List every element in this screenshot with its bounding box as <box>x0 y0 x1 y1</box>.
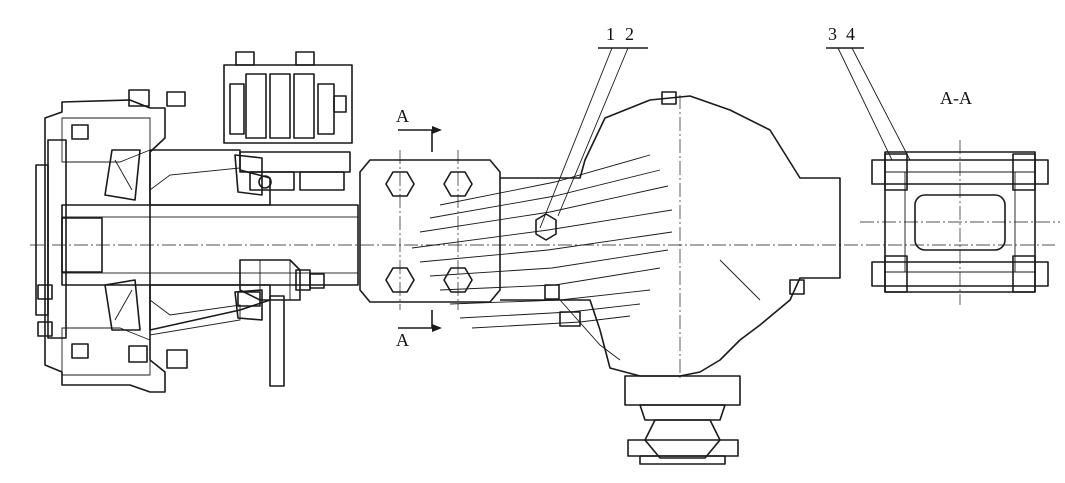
brake-unit <box>223 51 353 191</box>
seal-flange <box>237 259 325 387</box>
wheel-hub-assembly <box>35 89 271 393</box>
leader-lines <box>539 47 911 229</box>
section-title: A-A <box>940 88 972 108</box>
callout-4-label: 4 <box>846 24 855 44</box>
differential-housing <box>500 91 841 465</box>
section-view-a-a <box>860 140 1060 305</box>
callout-3-label: 3 <box>828 24 837 44</box>
callout-1-label: 1 <box>606 24 615 44</box>
section-mark-top: A <box>396 106 409 126</box>
axle-shaft <box>30 204 1055 286</box>
section-mark-bottom: A <box>396 330 409 350</box>
clamp-block <box>359 126 673 332</box>
callout-2-label: 2 <box>625 24 634 44</box>
